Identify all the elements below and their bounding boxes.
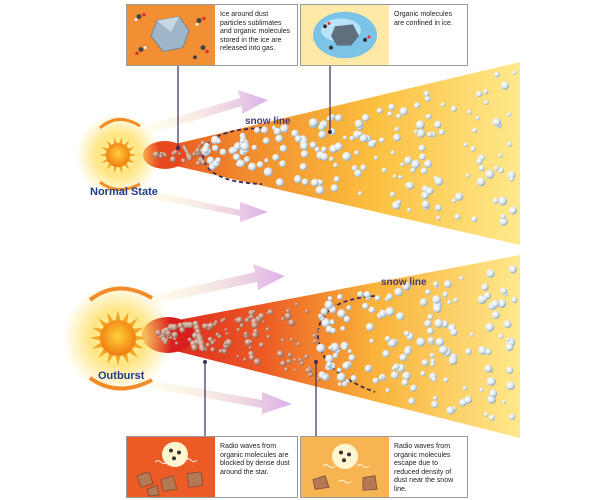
callout-sublimation: Ice around dust particles sublimates and…	[126, 4, 298, 66]
sublimation-thumbnail	[127, 5, 215, 65]
upper-emission-arrow-outburst	[150, 264, 285, 304]
snow-line-label-outburst: snow line	[381, 277, 427, 288]
normal-state-label: Normal State	[90, 186, 158, 198]
snow-line-normal	[202, 127, 263, 185]
dust-particles-outburst	[155, 302, 321, 381]
outburst-panel	[63, 255, 520, 438]
blocked-thumbnail	[127, 437, 215, 497]
orbit-arrow-bottom	[99, 180, 141, 191]
escape-thumbnail	[301, 437, 389, 497]
outburst-orbit-arrow-top	[88, 286, 154, 302]
snow-line-label-normal: snow line	[245, 116, 291, 127]
callout-blocked-text: Radio waves from organic molecules are b…	[220, 443, 290, 476]
protoplanetary-disk-normal	[150, 62, 520, 245]
snow-line-outburst	[317, 295, 376, 393]
star-outburst	[90, 310, 146, 366]
callout-confined-in-ice: Organic molecules are confined in ice.	[300, 4, 468, 66]
callout-escape: Radio waves from organic molecules escap…	[300, 436, 468, 498]
callout-escape-text: Radio waves from organic molecules escap…	[394, 443, 454, 493]
icy-particles-outburst	[316, 265, 518, 421]
orbit-arrow-top	[99, 118, 141, 130]
callout-blocked: Radio waves from organic molecules are b…	[126, 436, 298, 498]
outburst-orbit-arrow-bottom	[88, 376, 153, 391]
outburst-label: Outburst	[98, 370, 145, 382]
lower-emission-arrow-outburst	[150, 380, 292, 414]
ice-thumbnail	[301, 5, 389, 65]
star-normal	[99, 136, 137, 174]
callout-confined-text: Organic molecules are confined in ice.	[394, 11, 453, 27]
dust-particles-normal	[152, 140, 206, 166]
callout-sublimation-text: Ice around dust particles sublimates and…	[220, 11, 291, 53]
icy-particles-normal	[201, 70, 518, 226]
normal-state-panel	[76, 62, 520, 245]
lower-emission-arrow-normal	[148, 190, 268, 222]
